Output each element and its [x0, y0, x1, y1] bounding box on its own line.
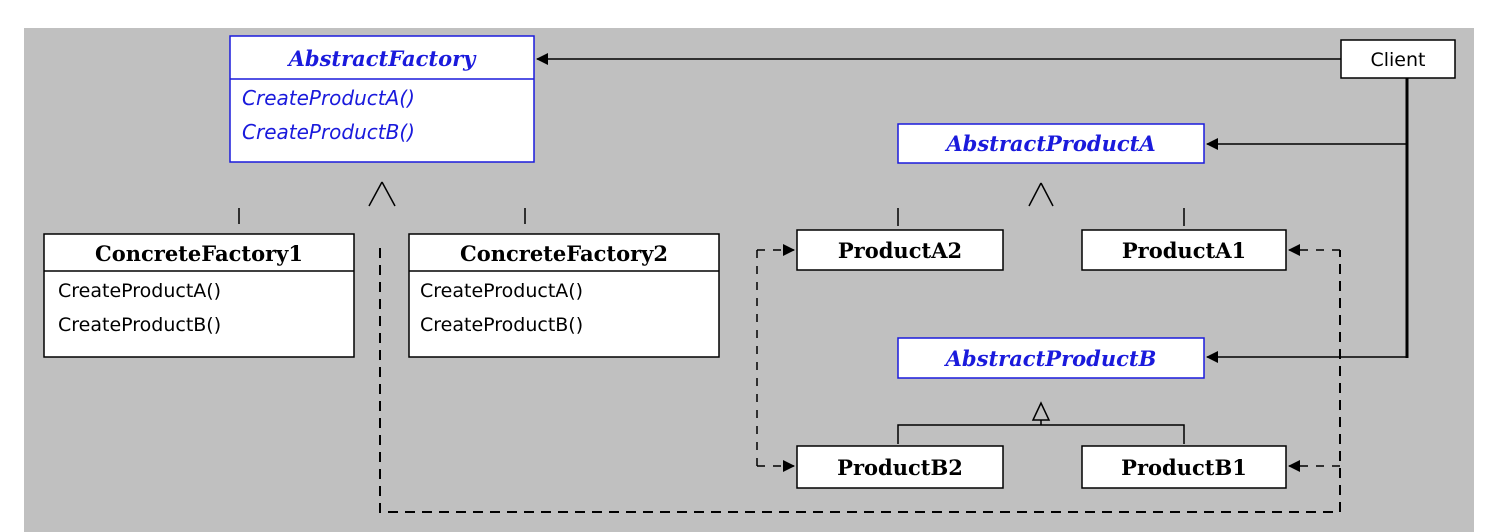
concrete-factory-2-method-a: CreateProductA()	[420, 280, 583, 302]
product-a1-name: ProductA1	[1122, 238, 1246, 263]
abstract-product-b-name: AbstractProductB	[944, 346, 1157, 371]
abstract-product-b-class: AbstractProductB	[897, 337, 1205, 379]
product-a2-box	[796, 229, 1004, 271]
product-b1-name: ProductB1	[1121, 455, 1247, 480]
abstract-factory-method-a: CreateProductA()	[242, 86, 415, 110]
abstract-factory-box	[229, 35, 535, 163]
concrete-factory-1-method-a: CreateProductA()	[58, 280, 221, 302]
product-b2-class: ProductB2	[796, 445, 1004, 489]
abstract-factory-method-b: CreateProductB()	[242, 120, 415, 144]
client-class: Client	[1340, 39, 1456, 79]
product-a1-class: ProductA1	[1081, 229, 1287, 271]
product-a2-name: ProductA2	[838, 238, 962, 263]
concrete-factory-2-box	[408, 233, 720, 358]
concrete-factory-2-name: ConcreteFactory2	[460, 241, 668, 266]
product-b-inheritance-bracket	[897, 424, 1185, 444]
client-name: Client	[1370, 49, 1425, 71]
abstract-product-a-box	[897, 123, 1205, 164]
concrete-factory-1-box	[43, 233, 355, 358]
product-a2-class: ProductA2	[796, 229, 1004, 271]
product-a1-box	[1081, 229, 1287, 271]
abstract-product-b-box	[897, 337, 1205, 379]
factory-2-creates-dependency	[756, 244, 795, 472]
factory-inheritance-triangle	[368, 181, 396, 207]
product-b2-box	[796, 445, 1004, 489]
abstract-product-a-name: AbstractProductA	[944, 131, 1155, 156]
concrete-factory-1-class: ConcreteFactory1 CreateProductA() Create…	[43, 233, 355, 358]
product-b1-box	[1081, 445, 1287, 489]
product-b2-name: ProductB2	[837, 455, 963, 480]
abstract-product-a-class: AbstractProductA	[897, 123, 1205, 164]
abstract-factory-class: AbstractFactory CreateProductA() CreateP…	[229, 35, 535, 163]
abstract-factory-name: AbstractFactory	[287, 46, 478, 71]
product-a-inheritance-triangle	[1028, 182, 1054, 207]
concrete-factory-2-method-b: CreateProductB()	[420, 314, 583, 336]
concrete-factory-1-name: ConcreteFactory1	[95, 241, 303, 266]
concrete-factory-2-class: ConcreteFactory2 CreateProductA() Create…	[408, 233, 720, 358]
product-b1-class: ProductB1	[1081, 445, 1287, 489]
concrete-factory-1-method-b: CreateProductB()	[58, 314, 221, 336]
